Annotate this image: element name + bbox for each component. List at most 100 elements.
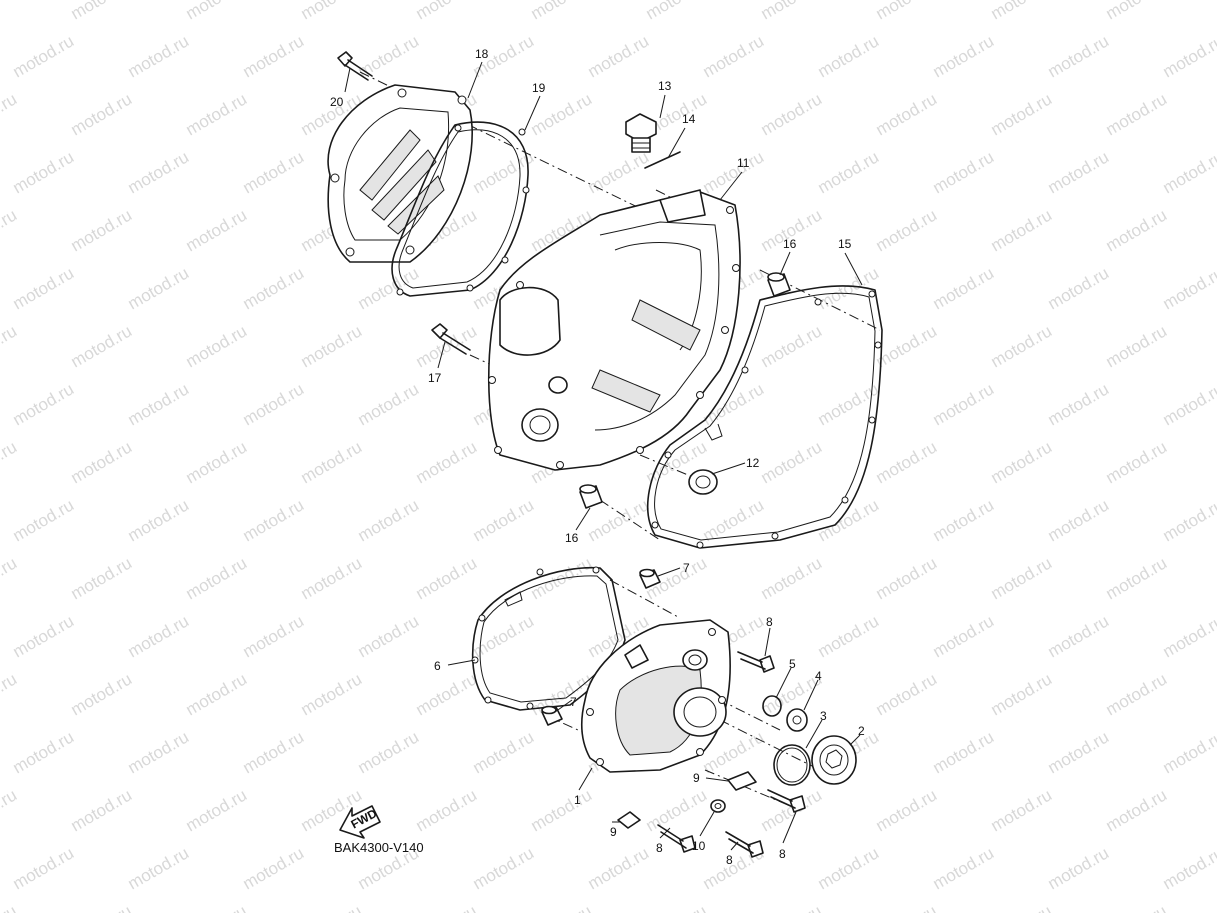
callout-7-lower: 7 [570,695,577,709]
watermark-text: motod.ru [298,321,366,371]
watermark-text: motod.ru [1045,843,1113,893]
watermark-text: motod.ru [68,553,136,603]
callout-12: 12 [746,456,760,470]
watermark-text: motod.ru [0,321,20,371]
watermark-text: motod.ru [125,495,193,545]
watermark-text: motod.ru [1103,0,1171,23]
watermark-text: motod.ru [988,321,1056,371]
watermark-text: motod.ru [988,437,1056,487]
watermark-text: motod.ru [298,901,366,913]
watermark-text: motod.ru [873,321,941,371]
watermark-text: motod.ru [758,89,826,139]
callout-15: 15 [838,237,852,251]
watermark-text: motod.ru [1045,31,1113,81]
watermark-text: motod.ru [585,31,653,81]
watermark-text: motod.ru [10,843,78,893]
watermark-text: motod.ru [815,843,883,893]
watermark-text: motod.ru [240,495,308,545]
watermark-text: motod.ru [125,31,193,81]
watermark-text: motod.ru [1160,263,1217,313]
watermark-text: motod.ru [240,31,308,81]
callout-labels: 1 2 3 4 5 6 7 7 8 8 8 8 9 9 10 11 12 13 … [330,47,865,867]
watermark-text: motod.ru [528,901,596,913]
watermark-text: motod.ru [183,553,251,603]
watermark-text: motod.ru [1103,669,1171,719]
watermark-text: motod.ru [68,89,136,139]
diagram-code: BAK4300-V140 [334,840,424,855]
watermark-text: motod.ru [355,495,423,545]
watermark-text: motod.ru [68,901,136,913]
watermark-text: motod.ru [413,553,481,603]
callout-18: 18 [475,47,489,61]
watermark-text: motod.ru [643,0,711,23]
callout-9-b: 9 [693,771,700,785]
watermark-text: motod.ru [873,901,941,913]
watermark-text: motod.ru [355,263,423,313]
watermark-text: motod.ru [1045,263,1113,313]
callout-8-a: 8 [766,615,773,629]
watermark-text: motod.ru [298,669,366,719]
watermark-text: motod.ru [930,727,998,777]
part-16-dowel-upper [767,272,791,297]
callout-11: 11 [737,156,750,170]
watermark-text: motod.ru [585,843,653,893]
watermark-text: motod.ru [1160,31,1217,81]
watermark-text: motod.ru [988,669,1056,719]
watermark-text: motod.ru [758,437,826,487]
watermark-text: motod.ru [413,901,481,913]
watermark-text: motod.ru [183,205,251,255]
watermark-text: motod.ru [183,0,251,23]
part-12-oil-seal [688,469,718,495]
watermark-text: motod.ru [1045,379,1113,429]
watermark-text: motod.ru [1103,553,1171,603]
watermark-text: motod.ru [470,495,538,545]
watermark-text: motod.ru [183,785,251,835]
watermark-text: motod.ru [10,727,78,777]
part-11-crankcase-cover [487,189,741,471]
watermark-text: motod.ru [528,89,596,139]
watermark-text: motod.ru [10,263,78,313]
watermark-text: motod.ru [873,437,941,487]
watermark-text: motod.ru [1160,727,1217,777]
watermark-text: motod.ru [240,147,308,197]
callout-17: 17 [428,371,442,385]
watermark-text: motod.ru [1160,843,1217,893]
watermark-text: motod.ru [10,495,78,545]
part-19-gasket [391,121,530,297]
watermark-text: motod.ru [298,0,366,23]
watermark-text: motod.ru [125,147,193,197]
callout-3: 3 [820,709,827,723]
watermark-text: motod.ru [1103,321,1171,371]
watermark-text: motod.ru [10,147,78,197]
watermark-text: motod.ru [930,379,998,429]
watermark-text: motod.ru [988,785,1056,835]
watermark-text: motod.ru [930,495,998,545]
watermark-text: motod.ru [413,785,481,835]
watermark-text: motod.ru [68,205,136,255]
watermark-text: motod.ru [815,31,883,81]
watermark-text: motod.ru [930,263,998,313]
callout-8-d: 8 [779,847,786,861]
callout-16-lower: 16 [565,531,579,545]
watermark-text: motod.ru [873,205,941,255]
watermark-text: motod.ru [873,669,941,719]
watermark-text: motod.ru [1103,901,1171,913]
watermark-text: motod.ru [758,553,826,603]
callout-14: 14 [682,112,696,126]
watermark-text: motod.ru [355,727,423,777]
watermark-text: motod.ru [988,901,1056,913]
watermark-text: motod.ru [988,89,1056,139]
watermark-text: motod.ru [240,843,308,893]
part-8-bolt-b [657,824,696,853]
watermark-text: motod.ru [0,553,20,603]
watermark-text: motod.ru [10,31,78,81]
part-5-o-ring [762,695,782,717]
watermark-text: motod.ru [930,31,998,81]
watermark-text: motod.ru [240,263,308,313]
watermark-text: motod.ru [1160,379,1217,429]
watermark-text: motod.ru [988,205,1056,255]
watermark-text: motod.ru [700,147,768,197]
watermark-text: motod.ru [470,727,538,777]
